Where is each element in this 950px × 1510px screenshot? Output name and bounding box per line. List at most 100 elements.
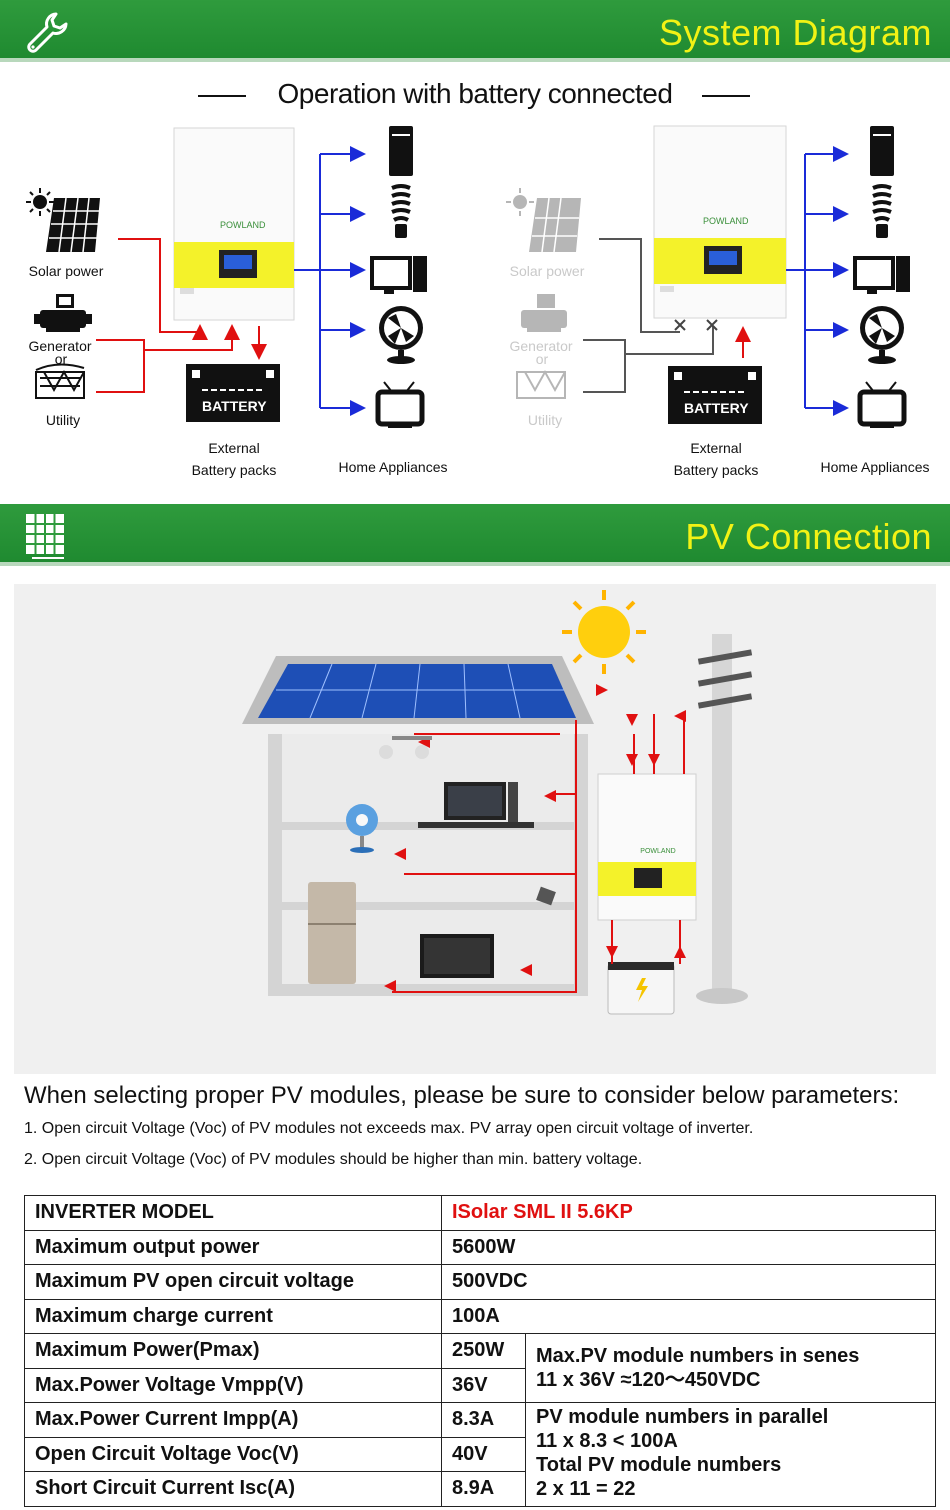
diagram-subtitle: Operation with battery connected bbox=[0, 78, 950, 114]
battery-icon bbox=[607, 962, 675, 1015]
table-cell-key: Short Circuit Current Isc(A) bbox=[24, 1471, 442, 1507]
section-banner-pv-connection: PV Connection bbox=[0, 504, 950, 566]
series-note-cell: Max.PV module numbers in senes 11 x 36V … bbox=[525, 1333, 936, 1403]
table-row: Maximum Power(Pmax) 250W Max.PV module n… bbox=[24, 1333, 936, 1403]
brand-logo: POWLAND bbox=[220, 220, 266, 230]
switch-icon bbox=[536, 886, 556, 906]
refrigerator-icon bbox=[870, 126, 894, 176]
light-bulb-icon bbox=[391, 184, 411, 238]
table-row: Open Circuit Voltage Voc(V) 40V bbox=[24, 1436, 936, 1472]
solar-panel-icon bbox=[529, 197, 581, 253]
pv-house-graphic bbox=[242, 590, 753, 1015]
sun-icon bbox=[26, 188, 54, 216]
solar-label: Solar power bbox=[509, 263, 585, 279]
note-item: 1. Open circuit Voltage (Voc) of PV modu… bbox=[24, 1120, 754, 1137]
parallel-note-cell: PV module numbers in parallel 11 x 8.3 <… bbox=[525, 1402, 936, 1507]
ceiling-light-icon bbox=[379, 736, 432, 759]
series-note-line: 11 x 36V ≈120～450VDC bbox=[536, 1369, 761, 1391]
power-grid-icon bbox=[35, 363, 85, 399]
generator-label: Generator bbox=[28, 338, 92, 354]
table-row: INVERTER MODEL ISolar SML II 5.6KP bbox=[24, 1195, 936, 1231]
wrench-icon bbox=[27, 12, 68, 53]
computer-icon bbox=[853, 256, 910, 294]
battery-icon bbox=[668, 366, 762, 424]
table-row: Maximum output power 5600W bbox=[24, 1229, 936, 1265]
table-cell-value: 8.9A bbox=[441, 1471, 526, 1507]
battery-text: BATTERY bbox=[684, 400, 749, 416]
table-cell-key: Max.Power Current Impp(A) bbox=[24, 1402, 442, 1438]
table-row: Maximum PV open circuit voltage 500VDC bbox=[24, 1264, 936, 1300]
table-cell-value: 500VDC bbox=[441, 1264, 936, 1300]
television-icon bbox=[857, 381, 907, 428]
battery-label-line2: Battery packs bbox=[191, 462, 277, 478]
power-grid-icon bbox=[516, 369, 566, 399]
section-title: PV Connection bbox=[685, 516, 932, 557]
divider bbox=[198, 95, 246, 97]
solar-label: Solar power bbox=[28, 263, 104, 279]
table-cell-model-value: ISolar SML II 5.6KP bbox=[441, 1195, 936, 1231]
battery-label-line1: External bbox=[208, 440, 260, 456]
system-diagram-right: POWLAND Solar power Generator or Utility… bbox=[475, 120, 950, 500]
solar-roof bbox=[242, 656, 594, 724]
table-cell-key: Maximum output power bbox=[24, 1229, 442, 1265]
fan-icon bbox=[346, 804, 378, 853]
inverter-unit bbox=[173, 127, 295, 321]
sun-icon bbox=[506, 188, 534, 216]
parallel-note-line: 11 x 8.3 < 100A bbox=[536, 1430, 678, 1452]
refrigerator-icon bbox=[308, 882, 356, 984]
table-cell-value: 5600W bbox=[441, 1229, 936, 1265]
table-cell-value: 36V bbox=[441, 1367, 526, 1403]
table-row: Maximum charge current 100A bbox=[24, 1298, 936, 1334]
inverter-unit bbox=[597, 773, 697, 921]
utility-label: Utility bbox=[45, 412, 81, 428]
table-cell-key: Open Circuit Voltage Voc(V) bbox=[24, 1436, 442, 1472]
battery-label-line1: External bbox=[690, 440, 742, 456]
diagram-graphics bbox=[26, 126, 427, 428]
subtitle-text: Operation with battery connected bbox=[277, 78, 673, 109]
table-cell-value: 8.3A bbox=[441, 1402, 526, 1438]
table-row: Max.Power Current Impp(A) 8.3A PV module… bbox=[24, 1402, 936, 1507]
parameters-heading: When selecting proper PV modules, please… bbox=[24, 1082, 900, 1109]
spec-table: INVERTER MODEL ISolar SML II 5.6KP Maxim… bbox=[24, 1195, 936, 1507]
television-icon bbox=[375, 381, 425, 428]
television-icon bbox=[418, 782, 534, 828]
or-label: or bbox=[535, 351, 549, 367]
monitor-icon bbox=[420, 934, 494, 978]
parallel-note-line: Total PV module numbers bbox=[536, 1454, 782, 1476]
generator-label: Generator bbox=[509, 338, 573, 354]
computer-icon bbox=[370, 256, 427, 294]
section-title: System Diagram bbox=[658, 12, 932, 53]
system-diagram-left: POWLAND Solar power Generator or Utility… bbox=[0, 120, 475, 500]
fan-icon bbox=[379, 306, 423, 364]
divider bbox=[702, 95, 750, 97]
note-item: 2. Open circuit Voltage (Voc) of PV modu… bbox=[24, 1151, 643, 1168]
battery-label-line2: Battery packs bbox=[673, 462, 759, 478]
solar-panel-icon bbox=[46, 197, 100, 253]
brand-logo: POWLAND bbox=[640, 848, 676, 855]
utility-pole-icon bbox=[696, 634, 753, 1004]
sun-icon bbox=[562, 590, 646, 674]
table-cell-value: 40V bbox=[441, 1436, 526, 1472]
diagram-graphics bbox=[506, 125, 910, 428]
refrigerator-icon bbox=[389, 126, 413, 176]
battery-text: BATTERY bbox=[202, 398, 267, 414]
or-label: or bbox=[54, 351, 68, 367]
table-cell-key: Maximum Power(Pmax) bbox=[24, 1333, 442, 1369]
table-cell-key: Max.Power Voltage Vmpp(V) bbox=[24, 1367, 442, 1403]
battery-icon bbox=[186, 364, 280, 422]
pv-connection-illustration: POWLAND bbox=[14, 584, 936, 1074]
table-cell-key: INVERTER MODEL bbox=[24, 1195, 442, 1231]
inverter-unit bbox=[653, 125, 787, 319]
appliances-label: Home Appliances bbox=[338, 459, 448, 475]
appliances-label: Home Appliances bbox=[820, 459, 930, 475]
generator-icon bbox=[34, 294, 92, 332]
fan-icon bbox=[860, 306, 904, 364]
table-cell-key: Maximum PV open circuit voltage bbox=[24, 1264, 442, 1300]
disconnect-x-icon bbox=[674, 319, 718, 331]
table-cell-key: Maximum charge current bbox=[24, 1298, 442, 1334]
series-note-line: Max.PV module numbers in senes bbox=[536, 1345, 860, 1367]
light-bulb-icon bbox=[872, 184, 892, 238]
table-cell-value: 100A bbox=[441, 1298, 936, 1334]
brand-logo: POWLAND bbox=[703, 216, 749, 226]
table-cell-value: 250W bbox=[441, 1333, 526, 1369]
